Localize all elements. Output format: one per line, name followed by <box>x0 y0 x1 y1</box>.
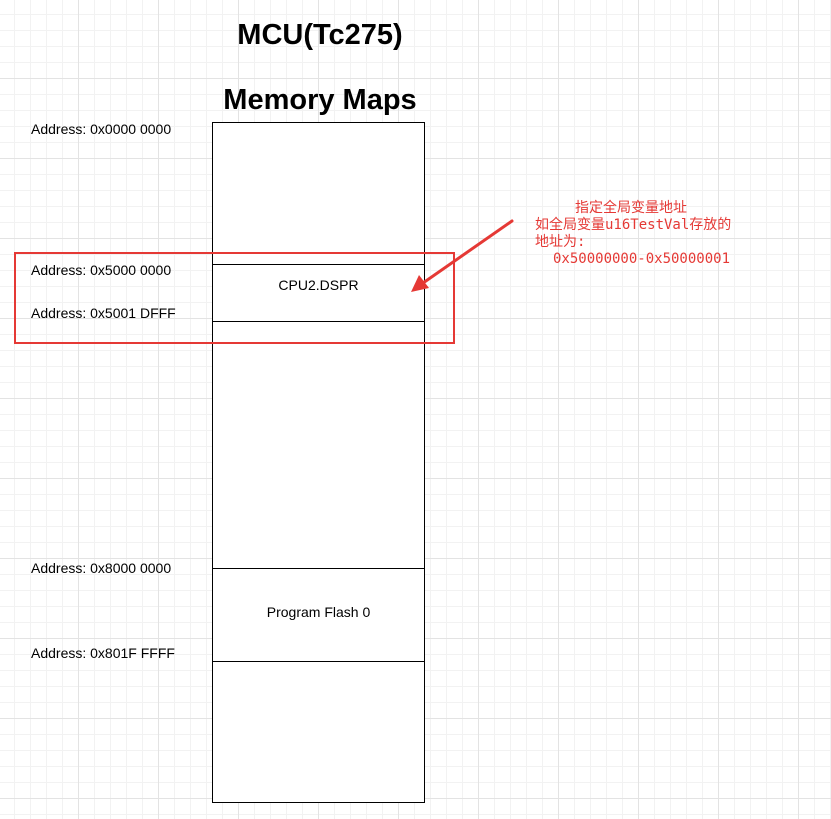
address-label-dspr-end: Address: 0x5001 DFFF <box>31 305 176 321</box>
address-label-pflash-end: Address: 0x801F FFFF <box>31 645 175 661</box>
annotation-line1: 指定全局变量地址 <box>575 200 687 216</box>
diagram-title-line1: MCU(Tc275) <box>237 19 403 51</box>
annotation-line2: 如全局变量u16TestVal存放的 <box>535 217 732 233</box>
region-label-dspr: CPU2.DSPR <box>278 277 359 293</box>
memory-map-column <box>212 122 425 803</box>
arrow-head <box>411 275 429 292</box>
annotation-line4: 0x50000000-0x50000001 <box>553 251 731 267</box>
address-label-start: Address: 0x0000 0000 <box>31 121 172 137</box>
annotation-text: 指定全局变量地址 如全局变量u16TestVal存放的 地址为: 0x50000… <box>530 200 810 268</box>
address-label-dspr-start: Address: 0x5000 0000 <box>31 262 172 278</box>
annotation-line3: 地址为: <box>535 234 586 250</box>
pflash-bottom-boundary <box>212 661 425 662</box>
dspr-top-boundary <box>212 264 425 265</box>
diagram-title-line2: Memory Maps <box>223 84 417 116</box>
dspr-highlight-box <box>14 252 455 344</box>
dspr-bottom-boundary <box>212 321 425 322</box>
pflash-top-boundary <box>212 568 425 569</box>
region-label-pflash: Program Flash 0 <box>266 604 371 620</box>
address-label-pflash-start: Address: 0x8000 0000 <box>31 560 172 576</box>
arrow-shaft <box>421 219 514 285</box>
